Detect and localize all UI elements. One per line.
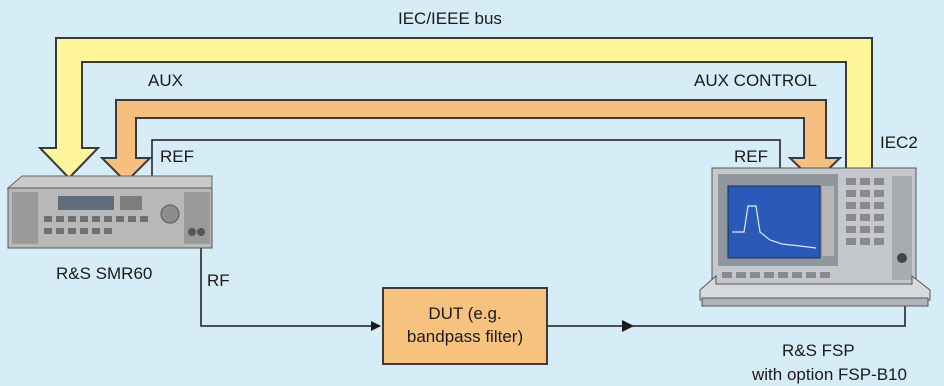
generator-illustration bbox=[6, 175, 213, 249]
rf-label: RF bbox=[207, 271, 230, 290]
ref-out-label: REF bbox=[160, 147, 194, 166]
generator-name: R&S SMR60 bbox=[56, 264, 153, 283]
analyzer-name: R&S FSP bbox=[782, 341, 855, 360]
ref-in-label: REF bbox=[734, 147, 768, 166]
dut-line-2: bandpass filter) bbox=[406, 327, 524, 346]
analyzer-illustration bbox=[699, 167, 931, 307]
ref-line bbox=[151, 139, 785, 181]
dut-block: DUT (e.g. bandpass filter) bbox=[382, 287, 548, 365]
dut-out-arrowhead bbox=[622, 320, 634, 332]
aux-bus-band bbox=[99, 99, 843, 184]
aux-control-label: AUX CONTROL bbox=[694, 71, 817, 90]
iec-bus-band bbox=[37, 37, 873, 184]
analyzer-option: with option FSP-B10 bbox=[752, 365, 907, 384]
aux-label: AUX bbox=[148, 71, 183, 90]
iec2-label: IEC2 bbox=[880, 133, 918, 152]
rf-line bbox=[200, 235, 381, 331]
dut-line-1: DUT (e.g. bbox=[428, 304, 502, 324]
iec-bus-label: IEC/IEEE bus bbox=[398, 9, 502, 28]
